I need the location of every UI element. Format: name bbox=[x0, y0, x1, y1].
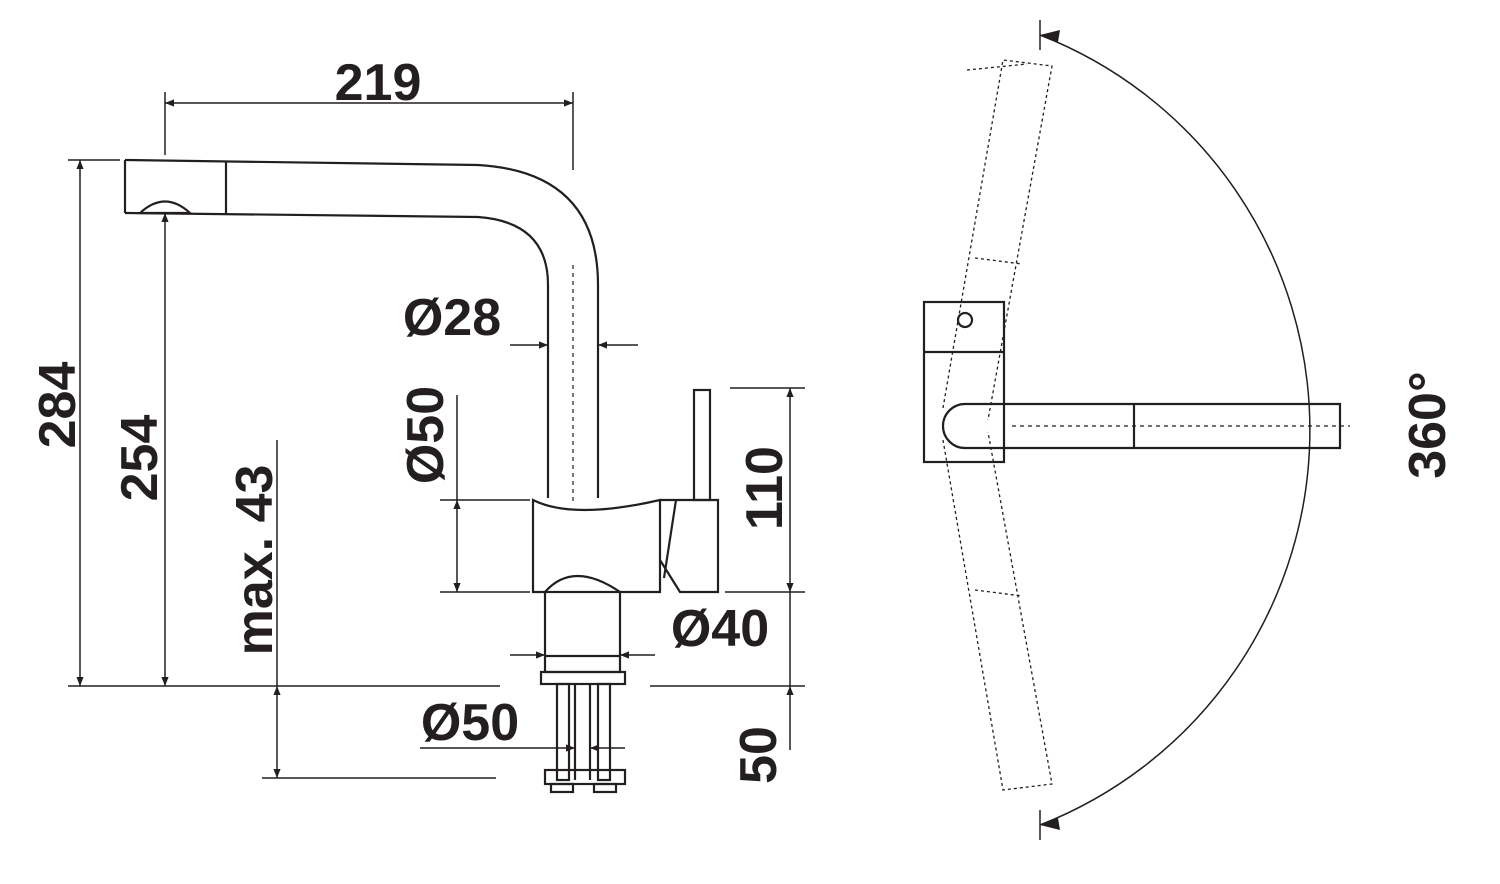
dim-lever-height: 110 bbox=[736, 446, 794, 530]
dim-outlet-height: 254 bbox=[111, 415, 169, 502]
dim-spout-diameter: Ø28 bbox=[403, 289, 501, 347]
faucet-top-view bbox=[922, 20, 1350, 840]
dim-spout-reach: 219 bbox=[335, 54, 422, 112]
dim-body-diameter: Ø50 bbox=[397, 386, 455, 484]
faucet-side-view bbox=[123, 158, 720, 794]
dim-shank-diameter: Ø50 bbox=[421, 694, 519, 752]
dim-shank-length: 50 bbox=[730, 726, 788, 784]
dimension-labels: 219 284 254 max. 43 Ø28 Ø50 110 Ø40 Ø50 … bbox=[29, 54, 1457, 784]
dim-swivel-angle: 360° bbox=[1399, 371, 1457, 479]
dimension-lines bbox=[68, 92, 805, 779]
dim-overall-height: 284 bbox=[29, 362, 87, 449]
dim-max-deck-thickness: max. 43 bbox=[226, 465, 284, 656]
dim-base-diameter: Ø40 bbox=[671, 600, 769, 658]
